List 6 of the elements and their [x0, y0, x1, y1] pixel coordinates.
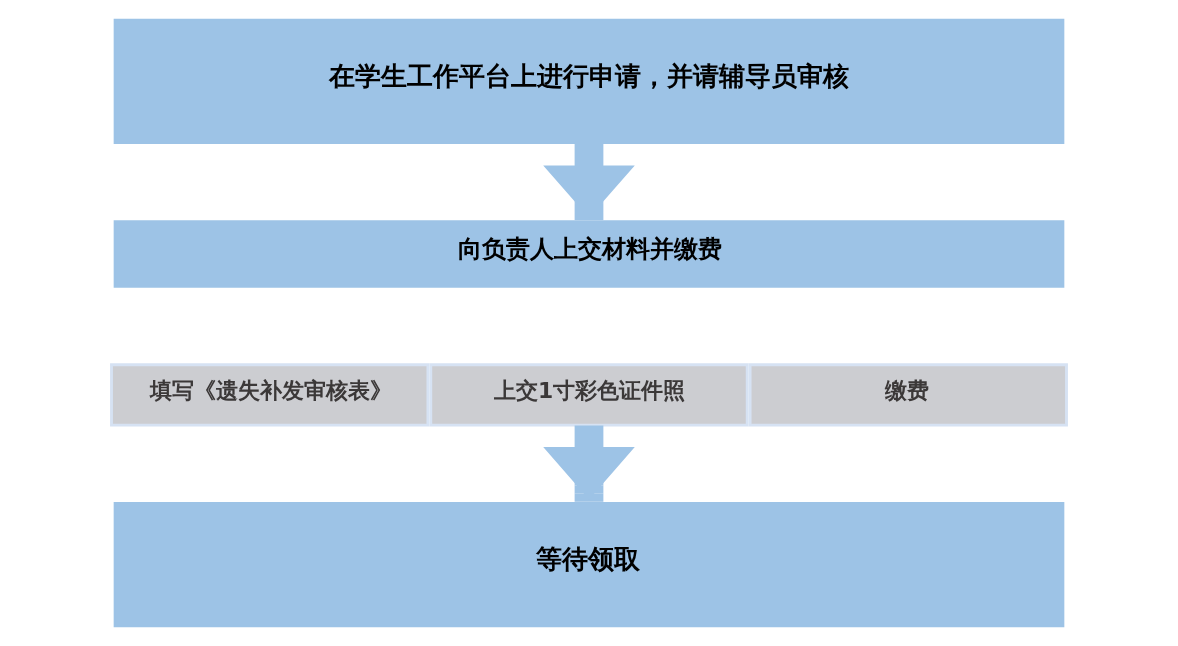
node-box: 向负责人上交材料并缴费 [113, 220, 1065, 288]
node-box: 填写《遗失补发审核表》 [110, 363, 430, 427]
node-box: 在学生工作平台上进行申请，并请辅导员审核 [113, 18, 1065, 144]
node-box: 等待领取 [113, 502, 1065, 628]
node-box: 上交1寸彩色证件照 [429, 363, 749, 427]
node-box: 缴费 [748, 363, 1068, 427]
